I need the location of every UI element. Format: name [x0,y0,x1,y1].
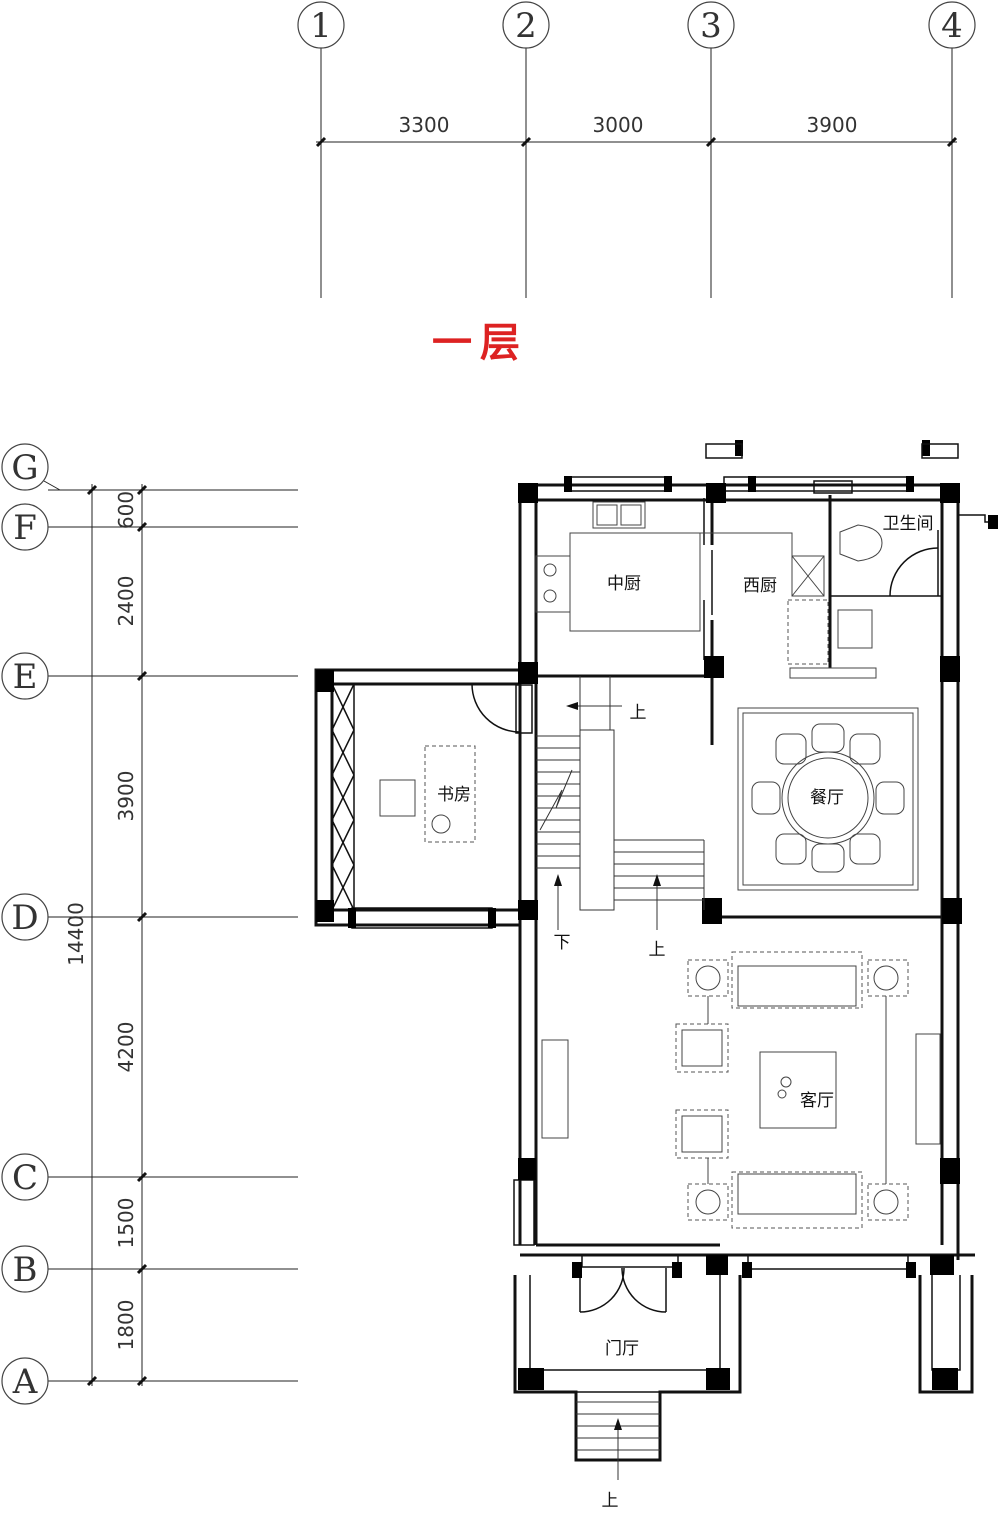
room-label-bathroom: 卫生间 [883,514,934,534]
stair-label-up-1: 上 [630,703,647,723]
dim-left-4: 4200 [114,1022,138,1073]
axis-label-c: C [12,1158,38,1198]
dim-left-total: 14400 [64,902,88,966]
stair-label-up-2: 上 [649,940,666,960]
kitchen-furniture [535,501,883,679]
living-furniture [541,951,941,1229]
dim-top-3: 3900 [807,113,858,137]
dim-left-1: 600 [114,491,138,529]
axis-label-4: 4 [941,6,963,46]
axis-label-f: F [13,508,37,548]
top-axis-grid: 1 2 3 4 3300 3000 3900 [297,1,976,298]
axis-bubble-1 [297,1,345,49]
dim-left-6: 1800 [114,1300,138,1351]
room-label-western-kitchen: 西厨 [743,576,777,596]
study-furniture [379,745,476,843]
axis-bubble-3 [687,1,735,49]
dim-left-5: 1500 [114,1198,138,1249]
axis-label-g: G [11,448,38,488]
axis-bubble-2 [502,1,550,49]
stairs [536,676,705,1480]
axis-label-2: 2 [515,6,537,46]
axis-bubble-4 [928,1,976,49]
axis-label-b: B [13,1250,38,1290]
room-label-foyer: 门厅 [605,1339,639,1359]
room-label-study: 书房 [437,785,471,805]
dim-left-2: 2400 [114,576,138,627]
axis-label-e: E [13,657,38,697]
stair-label-down: 下 [554,933,571,953]
stair-labels: 上 上 下 上 [554,703,666,1511]
axis-label-1: 1 [310,6,332,46]
dim-left-3: 3900 [114,771,138,822]
room-label-kitchen: 中厨 [607,574,641,594]
building-walls [314,476,995,1462]
dining-furniture [737,707,919,891]
floor-title: 一层 [432,319,528,366]
dim-top-2: 3000 [593,113,644,137]
room-labels: 中厨 西厨 卫生间 书房 餐厅 客厅 门厅 [437,514,934,1359]
room-label-living: 客厅 [800,1091,834,1111]
axis-label-a: A [12,1362,38,1402]
axis-label-d: D [11,898,38,938]
left-axis-grid: G F E D C B A 600 2400 3900 4200 1500 18… [1,443,298,1405]
axis-label-3: 3 [700,6,722,46]
dim-top-1: 3300 [399,113,450,137]
stair-label-up-entry: 上 [602,1491,619,1511]
room-label-dining: 餐厅 [810,788,844,808]
structural-columns [316,440,998,1390]
